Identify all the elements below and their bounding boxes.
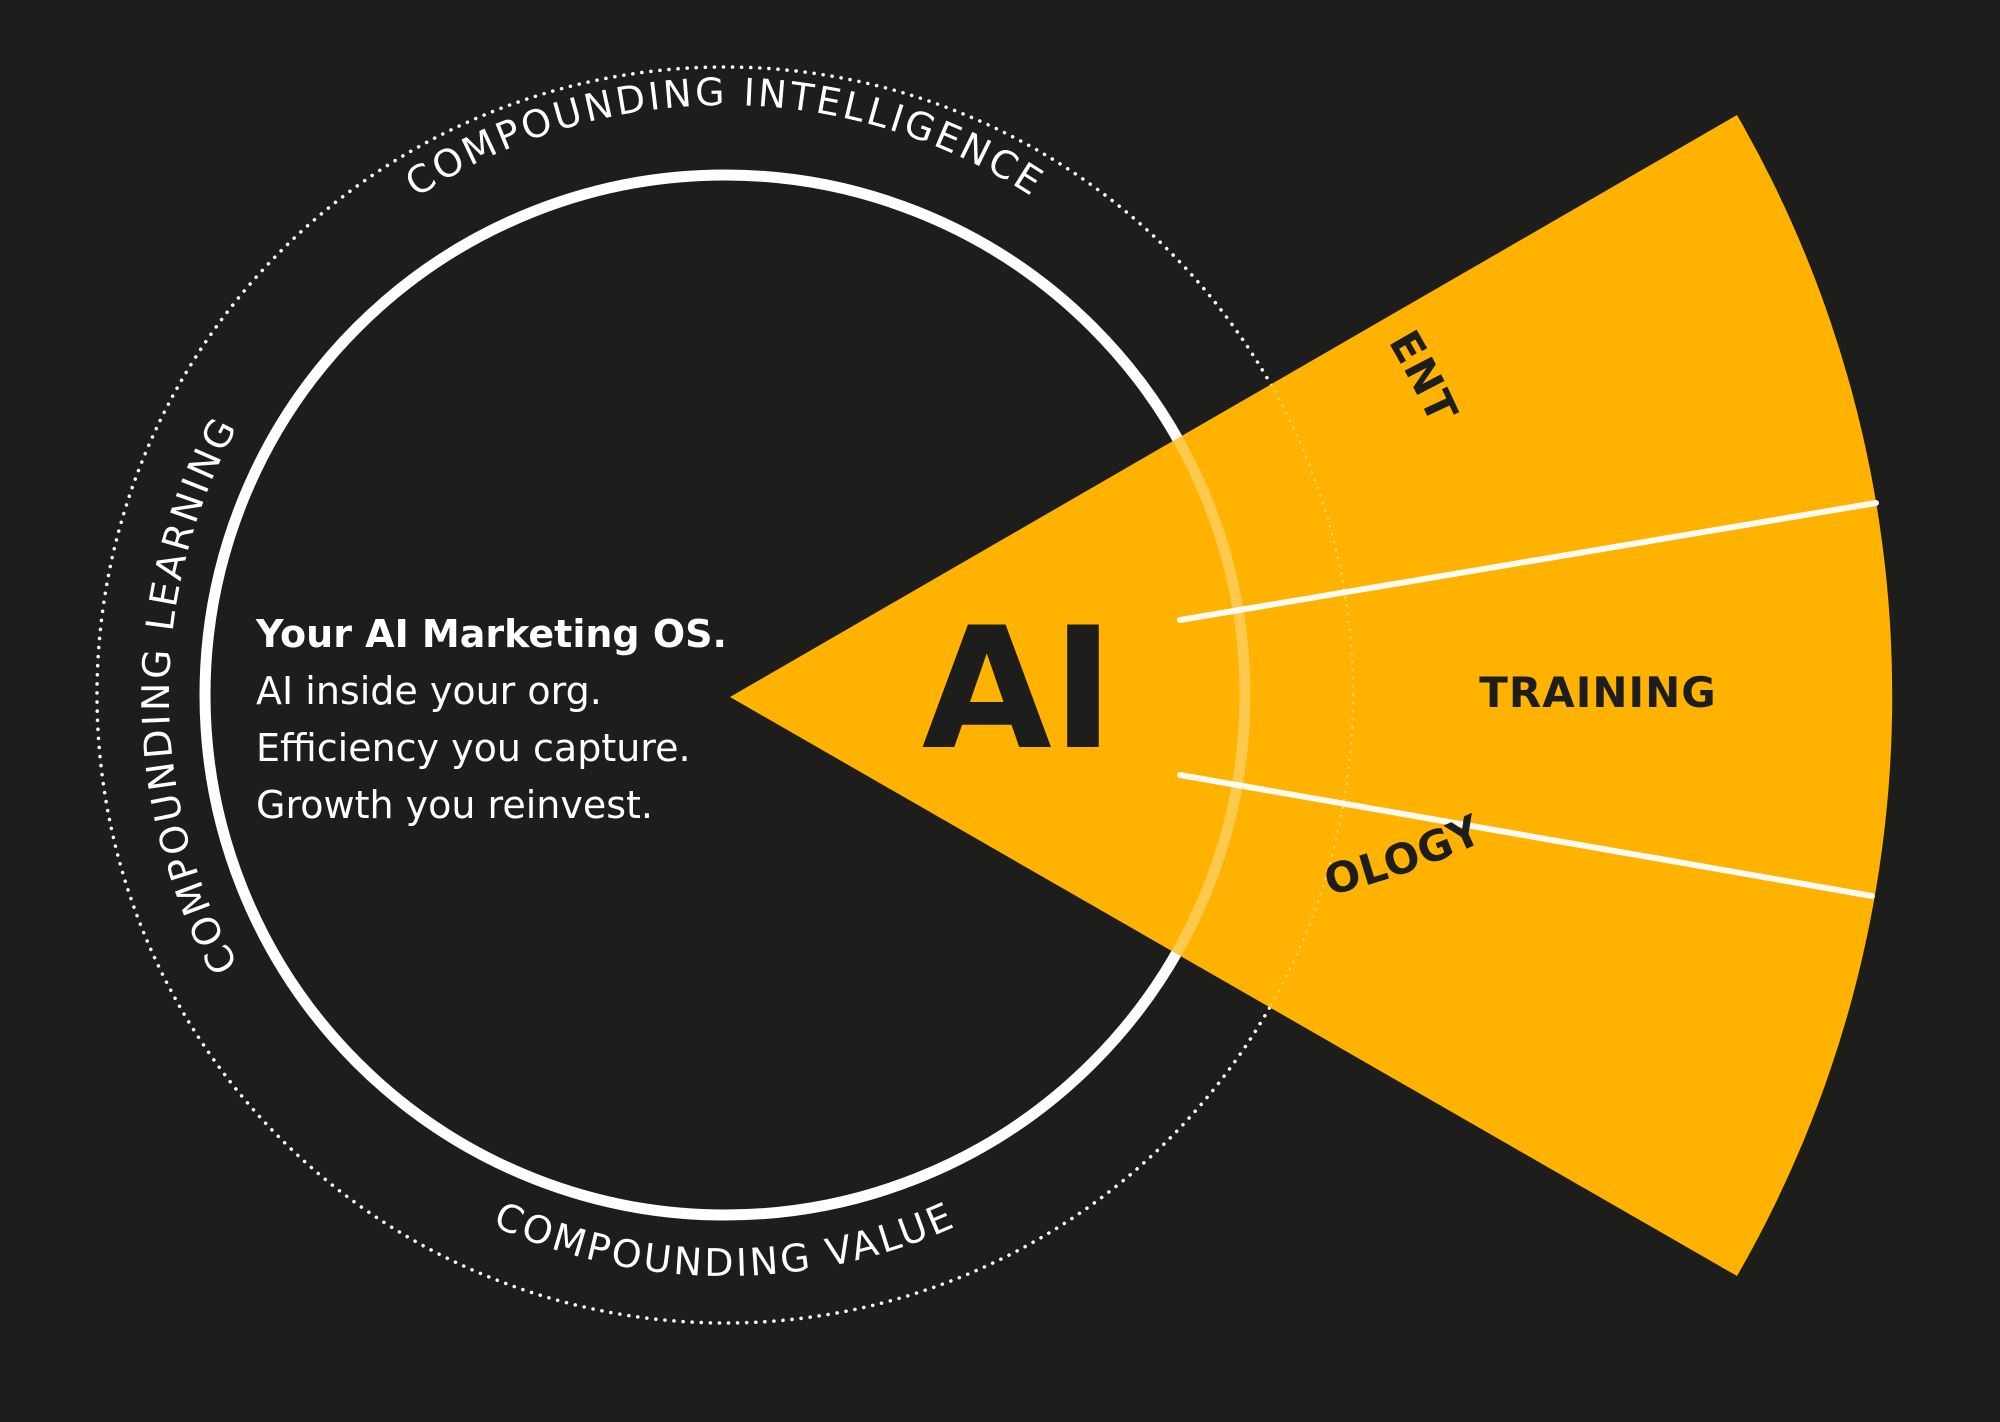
center-line-2: Efficiency you capture. (256, 726, 691, 770)
wedge-inner-ring-ghost (730, 169, 1251, 1221)
center-headline: Your AI Marketing OS. (255, 612, 727, 656)
center-line-3: Growth you reinvest. (256, 783, 653, 827)
segment-label-training: TRAINING (1479, 668, 1717, 717)
segment-divider-bottom (1177, 772, 1875, 899)
ai-wedge (730, 115, 1893, 1276)
wedge-ring-overlay (730, 115, 1355, 1276)
segment-divider-top (1177, 500, 1879, 623)
center-line-1: AI inside your org. (256, 669, 602, 713)
wedge-outer-ring-ghost (730, 115, 1355, 1276)
ai-core-label: AI (922, 591, 1115, 787)
